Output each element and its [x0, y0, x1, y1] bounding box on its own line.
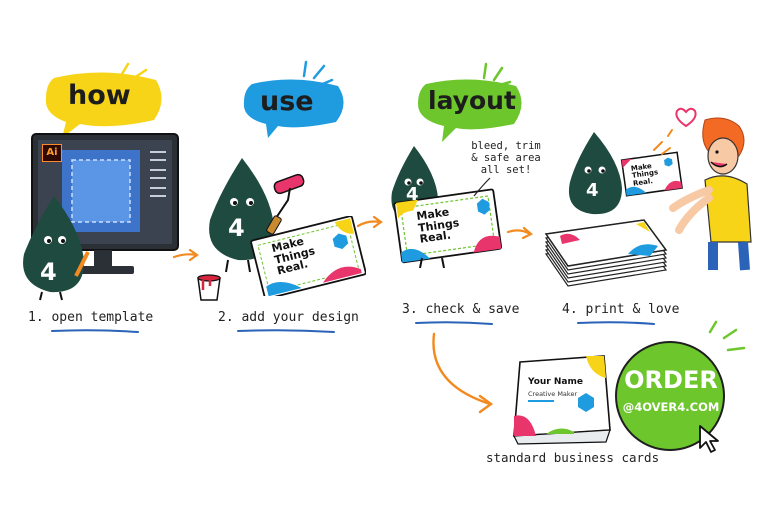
heading-use-text: use [260, 86, 314, 117]
green-speech-bubble [418, 79, 522, 142]
mascot-number-2: 4 [228, 214, 245, 242]
step-1-illustration: Ai 4 [10, 130, 180, 305]
annotation-line-2: & safe area [471, 152, 541, 165]
step-3-illustration: Make Things Real. 4 [380, 140, 510, 290]
arrow-right-1 [172, 248, 199, 262]
card-slogan-3: Make Things Real. [416, 205, 462, 245]
card-title: Creative Maker [528, 390, 578, 398]
sparkle-lines-layout [482, 62, 512, 88]
product-caption: standard business cards [486, 450, 660, 465]
business-card-tent: Your Name Creative Maker [506, 352, 616, 448]
mascot-number-1: 4 [40, 258, 57, 286]
ai-app-icon-label: Ai [46, 147, 58, 158]
mascot-drop-4 [568, 132, 622, 215]
arrow-right-2 [356, 215, 383, 229]
order-sparkle-lines [708, 320, 746, 352]
step-4-label: 4. print & love [562, 302, 680, 317]
heading-layout: layout [414, 78, 526, 144]
sparkle-lines-use [302, 60, 334, 88]
heading-use: use [238, 78, 348, 140]
held-card [620, 151, 683, 197]
cursor-arrow-icon [699, 425, 719, 453]
curved-arrow-down [432, 332, 494, 414]
annotation-line-1: bleed, trim [471, 140, 541, 152]
design-card-2 [250, 216, 366, 296]
step-2-illustration: 4 Make Things Real. [192, 150, 372, 301]
ai-app-icon: Ai [42, 144, 62, 162]
excitement-lines [653, 129, 673, 155]
step-3-underline [415, 321, 493, 325]
card-name: Your Name [528, 377, 583, 387]
heading-how: how [40, 70, 168, 140]
annotation-line-3: all set! [480, 164, 532, 177]
order-url-text: @4OVER4.COM [622, 400, 720, 414]
annotation-note: bleed, trim & safe area all set! [470, 140, 542, 176]
annotation-pointer [473, 177, 491, 197]
order-badge [615, 341, 725, 451]
step-1-underline [51, 329, 139, 333]
happy-person [669, 117, 752, 271]
step-1-label: 1. open template [28, 310, 154, 325]
step-2-underline [237, 329, 335, 333]
business-card-shape [513, 355, 611, 445]
order-cta-text: ORDER [624, 366, 718, 394]
mascot-number-4: 4 [586, 180, 599, 201]
step-4-underline [577, 321, 655, 325]
paint-roller-icon [266, 173, 305, 235]
mascot-drop-1 [23, 196, 90, 301]
order-button[interactable]: ORDER @4OVER4.COM [612, 340, 730, 456]
step-4-illustration: 4 Make Things Real. [540, 106, 755, 296]
mascot-drop-2 [209, 158, 274, 273]
printed-card-stack [544, 219, 668, 287]
step-3-label: 3. check & save [402, 302, 520, 317]
step-2-label: 2. add your design [218, 310, 359, 325]
paint-bucket-icon [197, 274, 221, 301]
yellow-speech-bubble [45, 72, 162, 138]
heading-how-text: how [68, 80, 131, 111]
heading-layout-text: layout [428, 86, 516, 115]
card-title-rule [528, 400, 554, 402]
mascot-number-3: 4 [406, 184, 419, 205]
arrow-right-3 [506, 226, 533, 240]
design-card-3 [393, 188, 502, 268]
sparkle-lines-how [120, 62, 152, 88]
card-slogan-4: Make Things Real. [630, 162, 660, 187]
blue-speech-bubble [243, 79, 344, 138]
heart-icon [675, 107, 697, 128]
